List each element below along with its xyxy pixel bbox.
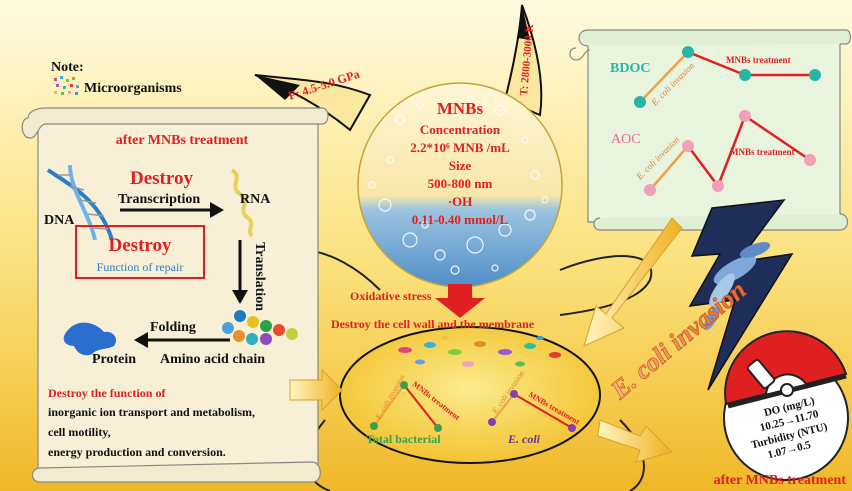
bdoc-chart bbox=[634, 46, 821, 108]
destroy-repair: Destroy bbox=[109, 235, 172, 256]
size-label: Size bbox=[449, 158, 472, 173]
microorganism-dots bbox=[398, 336, 561, 367]
total-bacterial-chart bbox=[370, 381, 442, 432]
size-value: 500-800 nm bbox=[428, 176, 493, 191]
concentration-value: 2.2*10⁶ MNB /mL bbox=[410, 140, 510, 155]
destroy-transcription: Destroy bbox=[130, 168, 193, 189]
scroll-to-belly-arrow bbox=[289, 368, 343, 412]
destroy-box bbox=[75, 225, 205, 279]
translation-label: Translation bbox=[252, 242, 267, 311]
transcription-arrow bbox=[120, 202, 224, 218]
stress-arrow bbox=[435, 284, 485, 318]
folding-label: Folding bbox=[150, 320, 196, 335]
belly bbox=[339, 326, 601, 464]
oh-value: 0.11-0.40 mmol/L bbox=[412, 212, 509, 227]
rna-strand bbox=[230, 168, 254, 238]
bottom-right-caption: after MNBs treatment bbox=[714, 473, 847, 488]
rna-label: RNA bbox=[240, 192, 271, 207]
protein-label: Protein bbox=[92, 352, 136, 367]
aoc-label: AOC bbox=[611, 132, 641, 147]
total-bacterial-label: Total bacterial bbox=[366, 432, 441, 446]
oxidative-stress: Oxidative stress bbox=[350, 289, 432, 303]
pokeball bbox=[723, 330, 849, 481]
oh-label: ·OH bbox=[448, 194, 473, 209]
left-panel-title: after MNBs treatment bbox=[116, 133, 249, 148]
function-line-1: inorganic ion transport and metabolism, bbox=[48, 405, 255, 419]
protein-icon bbox=[63, 322, 117, 356]
amino-acid-chain-label: Amino acid chain bbox=[160, 352, 265, 367]
ecoli-chart bbox=[488, 390, 576, 432]
panel-to-belly-arrow bbox=[583, 217, 683, 347]
dna-label: DNA bbox=[44, 213, 75, 228]
right-scroll bbox=[569, 29, 852, 231]
ecoli-label: E. coli bbox=[507, 432, 541, 446]
right-ear bbox=[503, 4, 543, 117]
function-line-3: energy production and conversion. bbox=[48, 445, 226, 459]
left-scroll bbox=[21, 107, 329, 483]
ecoli-lightning bbox=[688, 199, 794, 391]
function-of-repair: Function of repair bbox=[97, 260, 184, 274]
microorganisms-label: Microorganisms bbox=[84, 81, 182, 96]
destroy-cell-wall: Destroy the cell wall and the membrane bbox=[331, 317, 535, 331]
destroy-function-heading: Destroy the function of bbox=[48, 386, 166, 400]
belly-to-ball-arrow bbox=[597, 419, 673, 463]
right-ear-tip bbox=[518, 5, 530, 40]
aoc-mnbs-label: MNBs treatment bbox=[730, 147, 795, 157]
function-line-2: cell motility, bbox=[48, 425, 111, 439]
dna-helix bbox=[46, 164, 114, 241]
bdoc-label: BDOC bbox=[610, 61, 650, 76]
left-ear-tip bbox=[255, 75, 300, 100]
micro-bubbles bbox=[368, 96, 549, 275]
note-heading: Note: bbox=[51, 60, 84, 75]
amino-acid-chain bbox=[222, 310, 298, 345]
folding-arrow bbox=[134, 332, 230, 348]
bdoc-mnbs-label: MNBs treatment bbox=[726, 55, 791, 65]
microorganism-legend-icon bbox=[54, 76, 79, 95]
translation-arrow bbox=[232, 240, 248, 304]
transcription-label: Transcription bbox=[118, 192, 200, 207]
concentration-label: Concentration bbox=[420, 122, 501, 137]
aoc-chart bbox=[644, 110, 816, 196]
mnbs-title: MNBs bbox=[437, 99, 484, 118]
